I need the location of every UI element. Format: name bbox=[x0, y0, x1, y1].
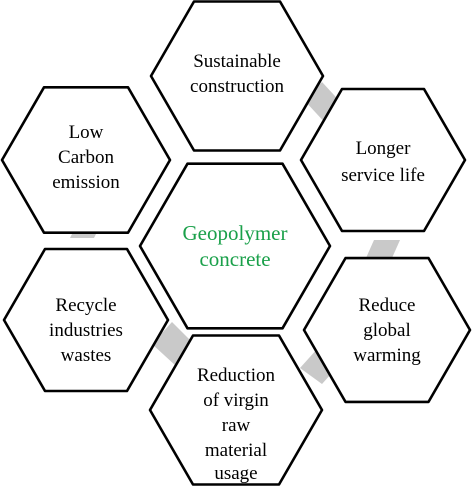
label-reduce-global-warming: Reduce global warming bbox=[353, 295, 421, 366]
label-reduction-virgin-material-line-4: material bbox=[205, 440, 267, 461]
hexagon-reduce-global-warming bbox=[302, 256, 472, 404]
label-recycle-industries-wastes-line-3: wastes bbox=[61, 345, 112, 366]
label-sustainable-construction-line-1: Sustainable bbox=[193, 51, 281, 72]
connector-2 bbox=[366, 240, 400, 258]
label-reduction-virgin-material-line-3: raw bbox=[222, 415, 251, 436]
label-reduce-global-warming-line-2: global bbox=[363, 320, 411, 341]
label-longer-service-life: Longer service life bbox=[341, 138, 425, 186]
label-sustainable-construction-line-2: construction bbox=[190, 76, 284, 97]
hexagon-reduction-virgin-material bbox=[148, 334, 324, 486]
label-reduction-virgin-material-line-2: of virgin bbox=[203, 390, 269, 411]
label-longer-service-life-line-1: Longer bbox=[356, 138, 412, 159]
label-sustainable-construction: Sustainable construction bbox=[190, 51, 284, 97]
center-label-line-1: Geopolymer bbox=[183, 221, 288, 245]
center-hexagon bbox=[138, 162, 332, 330]
hexagon-low-carbon-emission bbox=[0, 86, 172, 234]
label-recycle-industries-wastes: Recycle industries wastes bbox=[49, 295, 123, 366]
label-low-carbon-emission-line-2: Carbon bbox=[58, 147, 114, 168]
label-reduce-global-warming-line-1: Reduce bbox=[359, 295, 416, 316]
label-low-carbon-emission-line-1: Low bbox=[69, 122, 104, 143]
hexagon-sustainable-construction bbox=[149, 0, 325, 152]
label-reduce-global-warming-line-3: warming bbox=[353, 345, 421, 366]
label-recycle-industries-wastes-line-2: industries bbox=[49, 320, 123, 341]
hexagon-longer-service-life bbox=[299, 87, 467, 233]
label-recycle-industries-wastes-line-1: Recycle bbox=[55, 295, 116, 316]
label-reduction-virgin-material-line-5: usage bbox=[214, 463, 257, 484]
center-label-line-2: concrete bbox=[199, 247, 270, 271]
label-reduction-virgin-material-line-1: Reduction bbox=[197, 365, 276, 386]
hexagon-recycle-industries-wastes bbox=[2, 247, 170, 393]
label-longer-service-life-line-2: service life bbox=[341, 165, 425, 186]
label-low-carbon-emission-line-3: emission bbox=[52, 172, 120, 193]
